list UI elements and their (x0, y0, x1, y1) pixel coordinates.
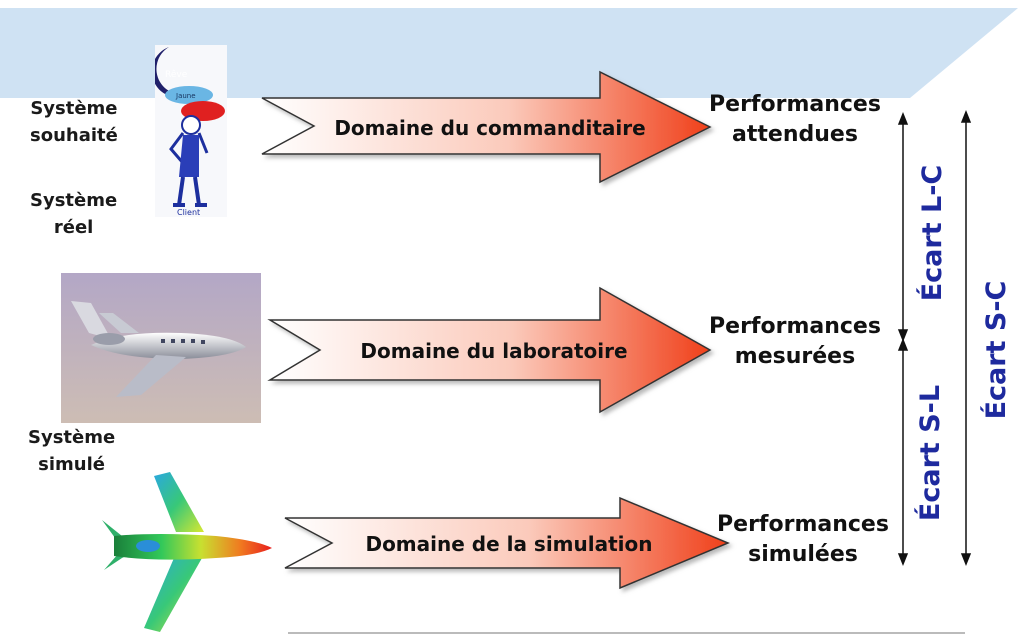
gap-arrows (897, 109, 972, 567)
client-figure-image: Rêve Jaune Client (155, 45, 227, 217)
arrow-label-simulation: Domaine de la simulation (365, 532, 652, 556)
client-caption: Client (177, 208, 200, 217)
gap-label-lc: Écart L-C (917, 164, 948, 302)
aircraft-photo (61, 273, 261, 423)
system-desired-label: Système souhaité (30, 98, 118, 146)
system-real-label: Système réel (30, 190, 118, 238)
arrow-simulation: Domaine de la simulation (284, 496, 730, 590)
header-banner (0, 8, 1018, 98)
performance-measured-label: Performances mesurées (709, 314, 881, 369)
performance-expected-label: Performances attendues (709, 92, 881, 147)
arrow-label-laboratoire: Domaine du laboratoire (360, 339, 627, 363)
arrow-laboratoire: Domaine du laboratoire (267, 286, 712, 414)
simulation-aircraft-image (102, 472, 272, 632)
bubble-text-2: Jaune (175, 92, 196, 100)
gap-label-sc: Écart S-C (981, 280, 1012, 420)
arrow-label-commanditaire: Domaine du commanditaire (334, 116, 645, 140)
system-simulated-label: Système simulé (28, 427, 116, 475)
gap-label-sl: Écart S-L (915, 384, 946, 522)
performance-simulated-label: Performances simulées (717, 512, 889, 567)
arrow-commanditaire: Domaine du commanditaire (261, 70, 712, 184)
bubble-text-1: Rêve (165, 69, 188, 80)
